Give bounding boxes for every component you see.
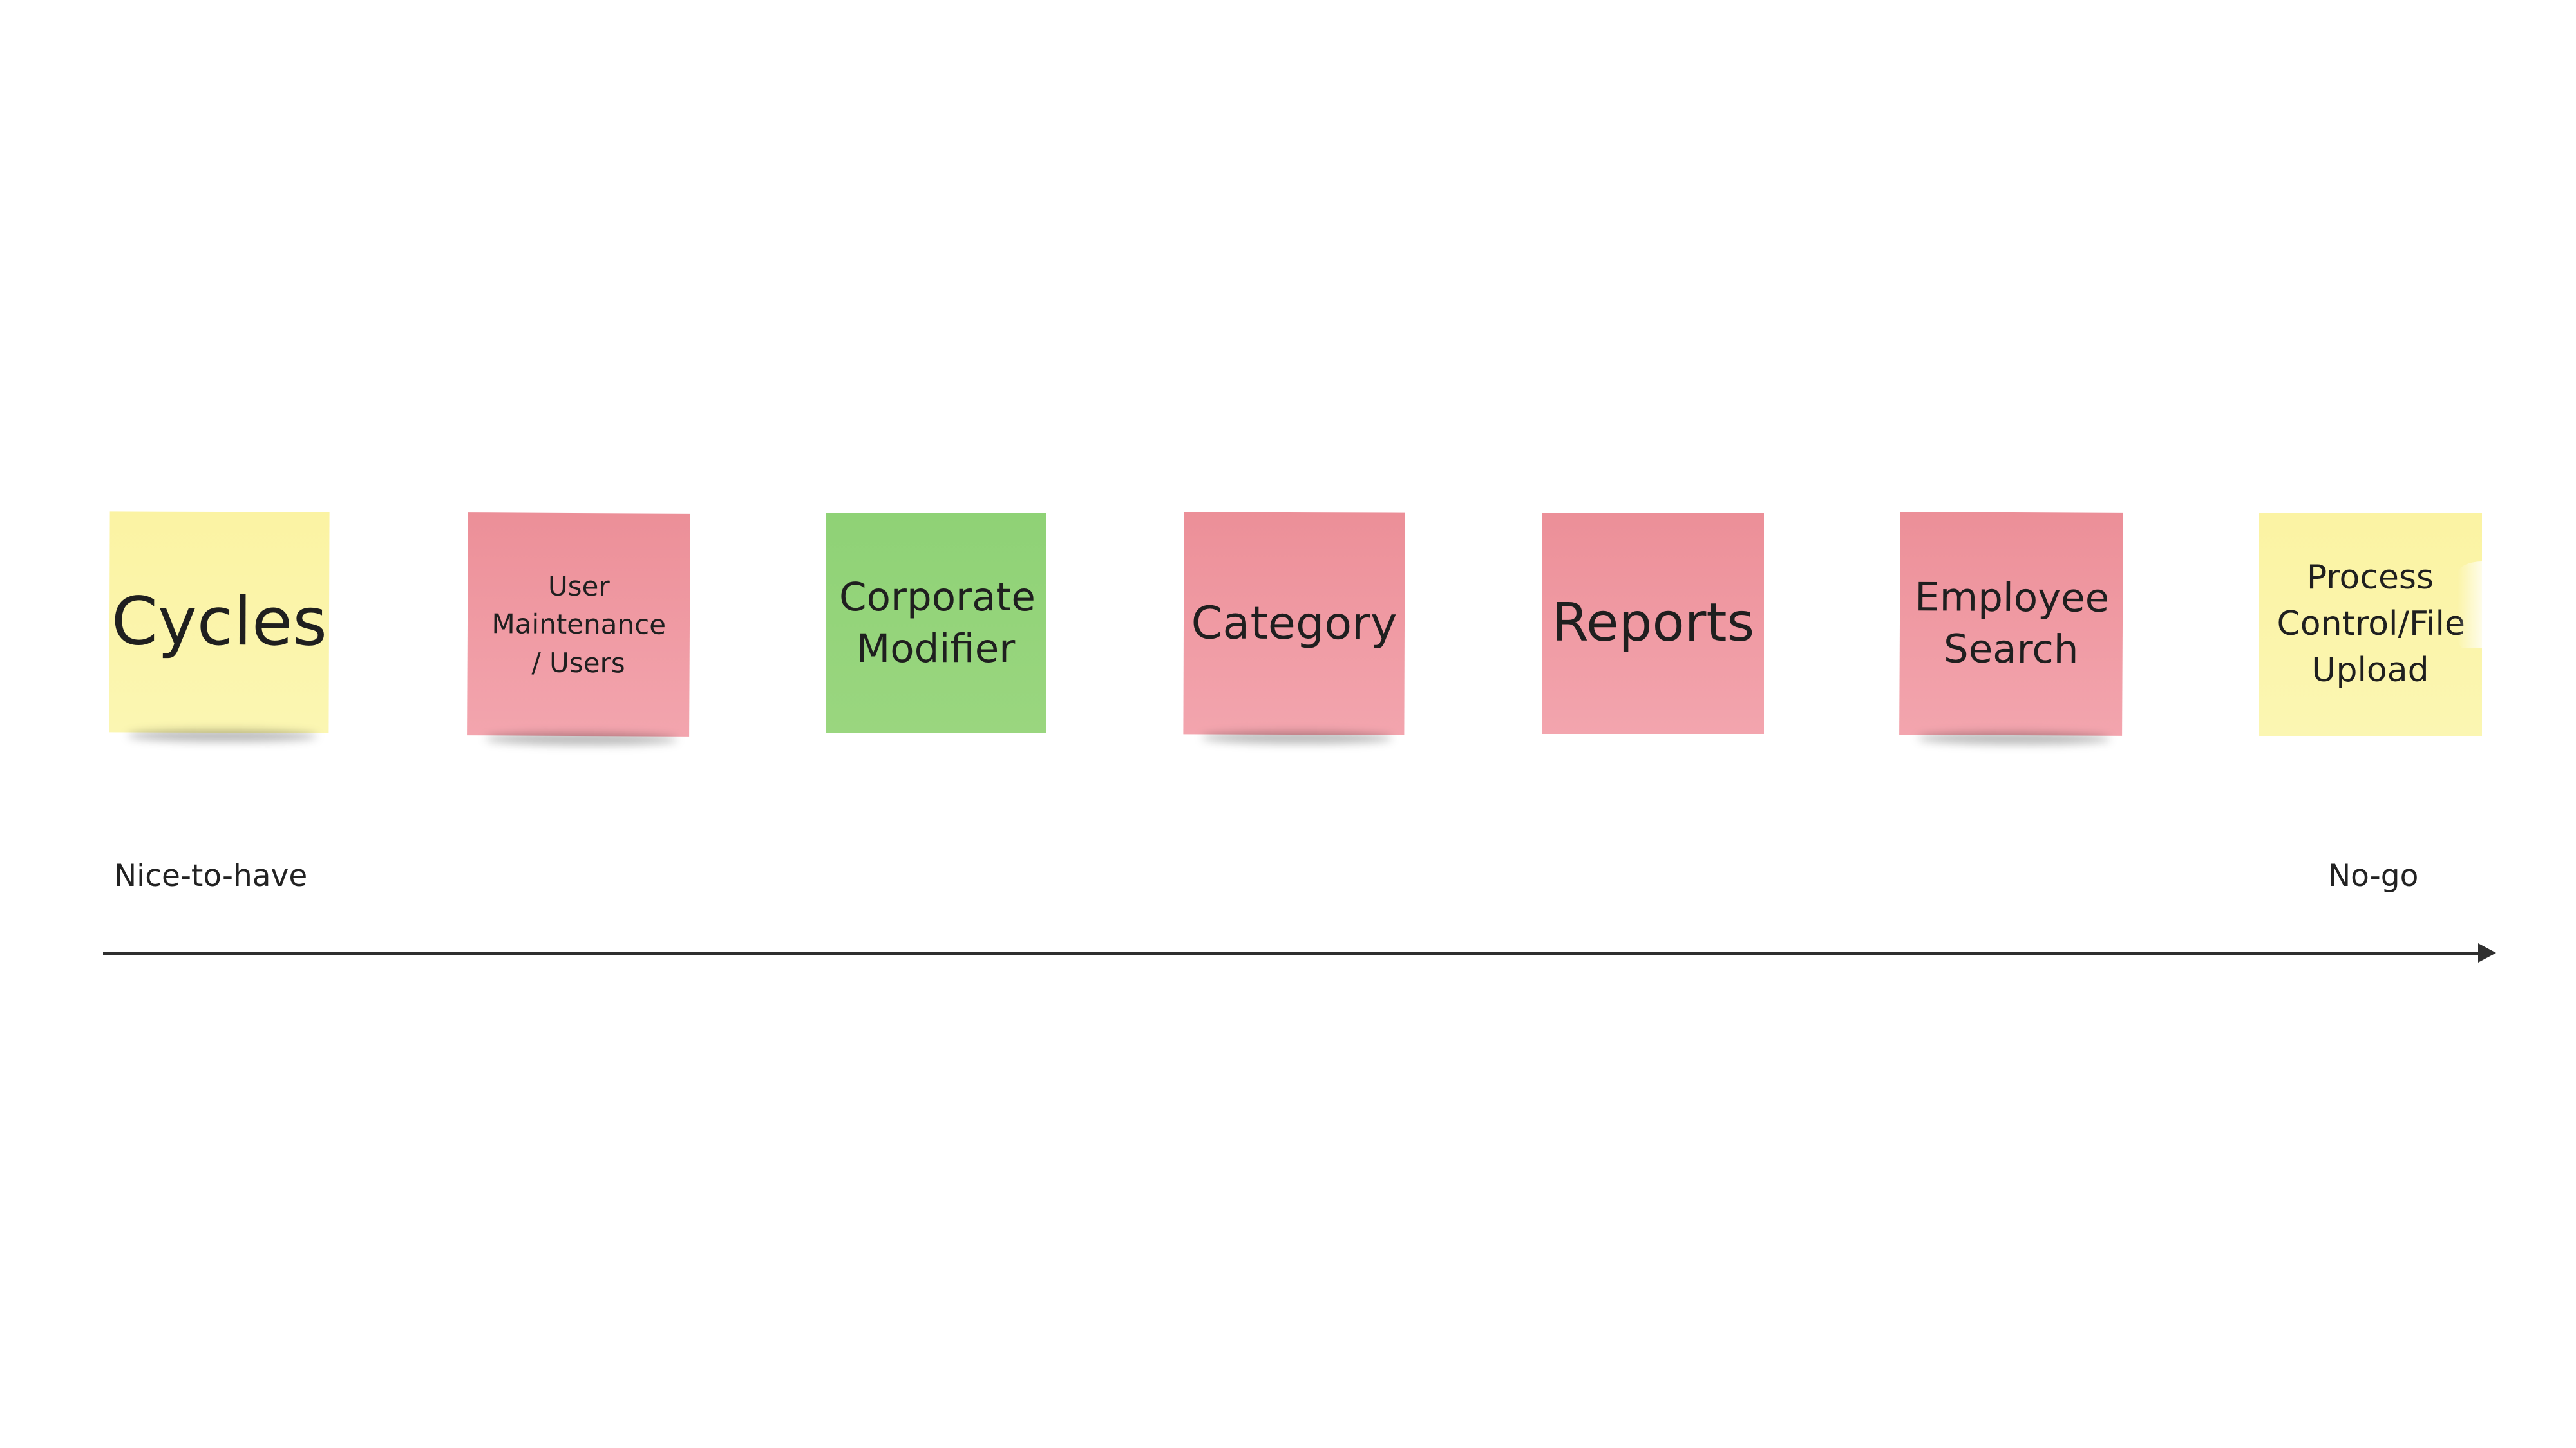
sticky-note-corporate-modifier[interactable]: Corporate Modifier xyxy=(826,513,1046,733)
priority-start-label: Nice-to-have xyxy=(114,858,308,894)
sticky-note-cycles[interactable]: Cycles xyxy=(109,511,330,733)
sticky-note-process-control-file-upload[interactable]: Process Control/File Upload xyxy=(2259,513,2482,736)
sticky-note-label: Process Control/File Upload xyxy=(2277,558,2466,690)
sticky-note-label: User Maintenance / Users xyxy=(491,570,667,679)
sticky-note-user-maintenance-users[interactable]: User Maintenance / Users xyxy=(467,512,690,737)
sticky-note-label: Category xyxy=(1191,596,1397,650)
priority-end-label: No-go xyxy=(2328,858,2419,894)
sticky-note-employee-search[interactable]: Employee Search xyxy=(1899,512,2123,736)
sticky-note-reports[interactable]: Reports xyxy=(1542,513,1764,734)
priority-axis-line xyxy=(103,952,2481,955)
sticky-note-label: Corporate Modifier xyxy=(839,574,1036,672)
sticky-note-label: Employee Search xyxy=(1915,574,2110,673)
sticky-note-label: Cycles xyxy=(111,583,328,661)
arrow-right-icon xyxy=(2478,943,2496,963)
sticky-note-category[interactable]: Category xyxy=(1183,512,1405,735)
sticky-note-label: Reports xyxy=(1551,592,1755,654)
